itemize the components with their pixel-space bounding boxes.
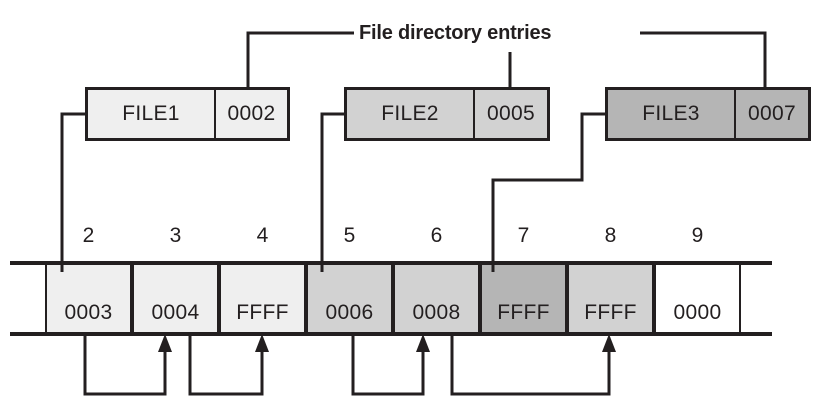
chain-link-5-to-6 <box>351 332 425 396</box>
fat-cell-5[interactable]: 0006 <box>306 265 393 332</box>
fat-index-2: 2 <box>82 224 95 247</box>
directory-entry-file1-name: FILE1 <box>122 102 180 125</box>
directory-entry-file1-start: 0002 <box>214 90 287 138</box>
file3-to-cell7-connector <box>491 112 605 270</box>
directory-entry-file2-start: 0005 <box>473 90 547 138</box>
fat-index-9: 9 <box>691 224 704 247</box>
page-title: File directory entries <box>355 22 556 45</box>
fat-cell-4[interactable]: FFFF <box>219 265 306 332</box>
fat-table-rails <box>10 261 772 336</box>
title-bracket-right <box>640 31 767 87</box>
fat-cell-3[interactable]: 0004 <box>132 265 219 332</box>
arrowhead-cell6 <box>416 334 430 352</box>
fat-cell-6[interactable]: 0008 <box>393 265 480 332</box>
title-bracket-left <box>246 31 354 87</box>
fat-index-8: 8 <box>604 224 617 247</box>
fat-index-6: 6 <box>430 224 443 247</box>
directory-entry-file3-start: 0007 <box>734 90 808 138</box>
fat-cell-9[interactable]: 0000 <box>654 265 741 332</box>
chain-arrowheads <box>158 334 616 352</box>
chain-link-6-to-8 <box>450 332 611 396</box>
arrowhead-cell8 <box>602 334 616 352</box>
fat-cell-8[interactable]: FFFF <box>567 265 654 332</box>
fat-index-7: 7 <box>517 224 530 247</box>
arrowhead-cell4 <box>255 334 269 352</box>
fat-cell-7[interactable]: FFFF <box>480 265 567 332</box>
directory-entry-file3[interactable]: FILE3 0007 <box>605 87 811 141</box>
fat-index-4: 4 <box>256 224 269 247</box>
chain-link-2-to-3 <box>83 332 167 396</box>
arrowhead-cell3 <box>158 334 172 352</box>
directory-entry-file3-name: FILE3 <box>642 102 700 125</box>
fat-index-3: 3 <box>169 224 182 247</box>
file1-to-cell2-connector <box>60 112 85 270</box>
directory-entry-file2[interactable]: FILE2 0005 <box>344 87 550 141</box>
fat-index-5: 5 <box>343 224 356 247</box>
directory-entry-file2-name: FILE2 <box>381 102 439 125</box>
directory-entry-file1[interactable]: FILE1 0002 <box>85 87 290 141</box>
file2-to-cell5-connector <box>320 112 344 270</box>
fat-cell-2[interactable]: 0003 <box>45 265 132 332</box>
chain-link-3-to-4 <box>188 332 264 396</box>
